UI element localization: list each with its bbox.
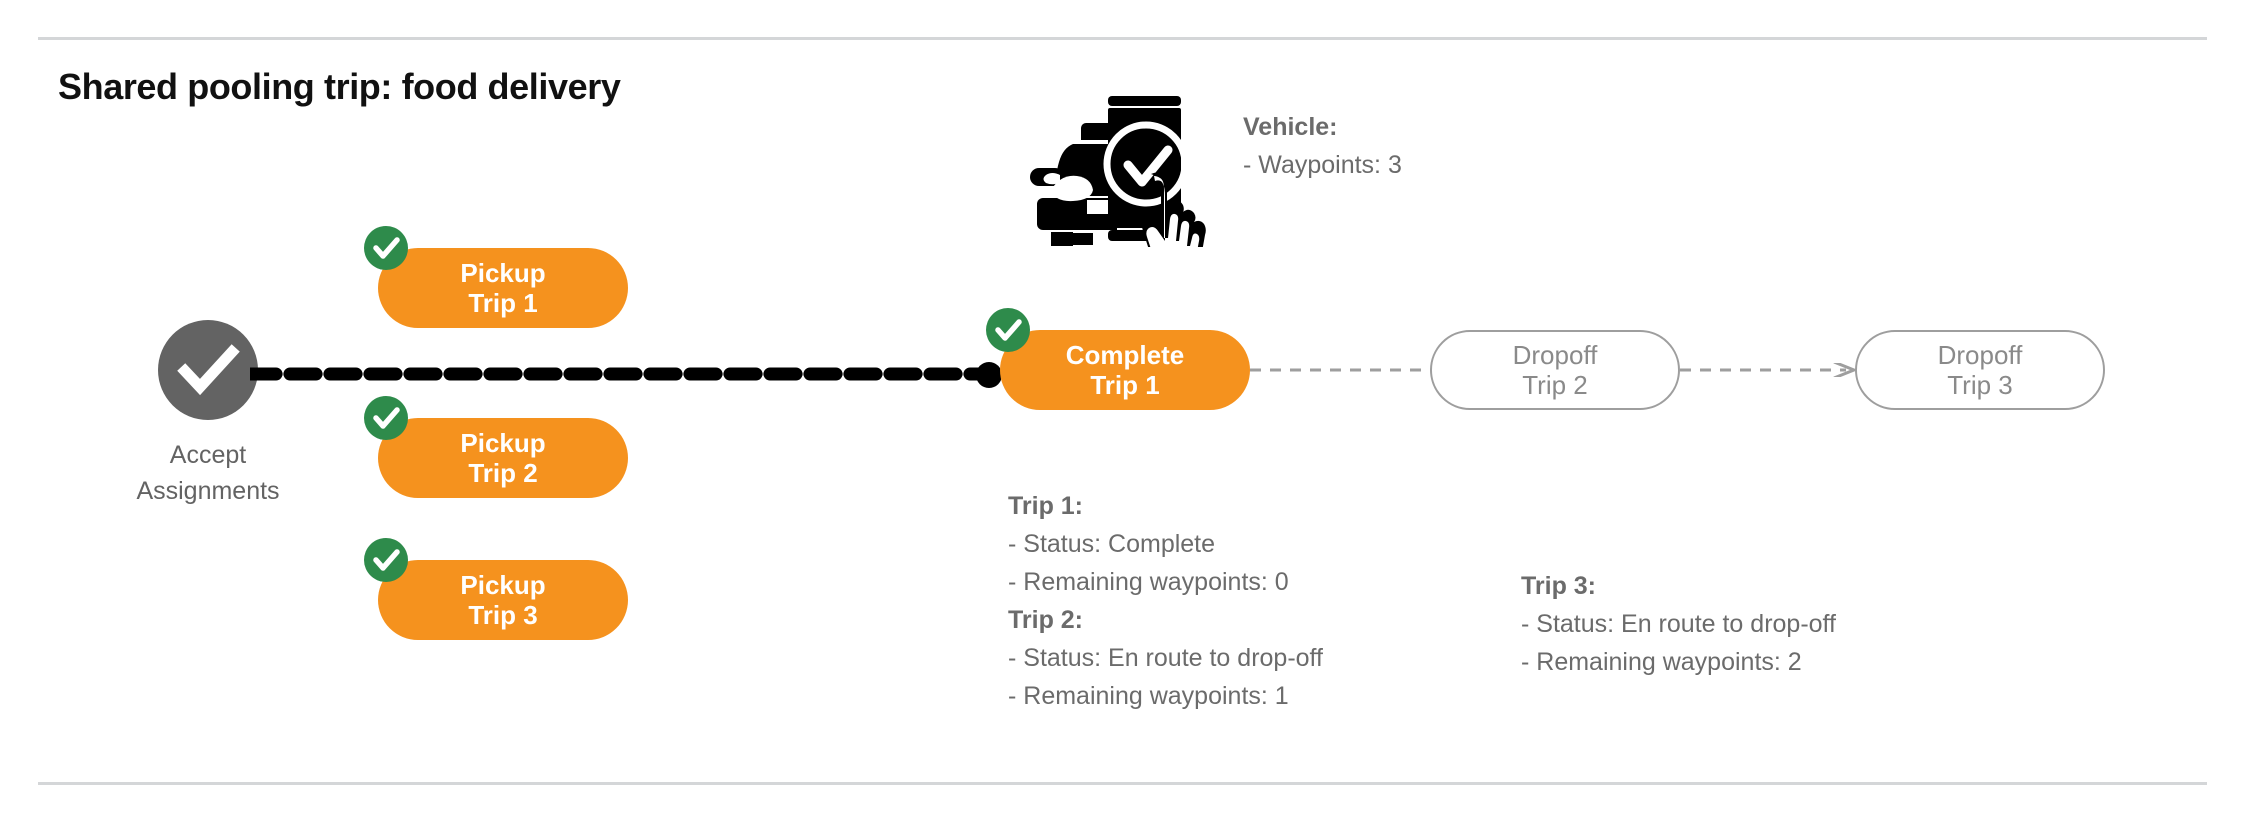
- accept-label-line1: Accept: [169, 441, 247, 469]
- car-phone-check-icon: [1029, 82, 1214, 268]
- trip-1-status: - Status: Complete: [1008, 530, 1216, 558]
- trip-1-header: Trip 1:: [1008, 492, 1084, 520]
- trip-2-header: Trip 2:: [1008, 606, 1084, 634]
- divider-bottom: [38, 782, 2207, 785]
- complete-trip-1-pill[interactable]: Complete Trip 1: [1000, 330, 1250, 410]
- check-icon: [986, 308, 1030, 352]
- pickup-trip-1-pill[interactable]: Pickup Trip 1: [378, 248, 628, 328]
- check-icon: [364, 538, 408, 582]
- pill-line-1: Dropoff: [1512, 339, 1598, 370]
- trip-1-waypoints: - Remaining waypoints: 0: [1008, 568, 1289, 596]
- check-icon: [364, 226, 408, 270]
- vehicle-waypoints-row: - Waypoints: 3: [1243, 151, 1402, 179]
- pill-line-2: Trip 1: [468, 288, 538, 318]
- trip-2-status: - Status: En route to drop-off: [1008, 644, 1323, 672]
- pill-line-2: Trip 3: [1947, 370, 2013, 400]
- accept-assignments-label: Accept Assignments: [68, 437, 348, 510]
- accept-assignments-node[interactable]: [158, 320, 258, 420]
- vehicle-info: Vehicle: - Waypoints: 3: [1243, 108, 1402, 184]
- trip-info-right: Trip 3: - Status: En route to drop-off -…: [1521, 567, 1836, 681]
- trip-2-waypoints: - Remaining waypoints: 1: [1008, 682, 1289, 710]
- trip-3-status: - Status: En route to drop-off: [1521, 610, 1836, 638]
- divider-top: [38, 37, 2207, 40]
- accept-label-line2: Assignments: [136, 477, 280, 506]
- connector-accept-to-complete: [243, 367, 1017, 381]
- pill-line-2: Trip 2: [1522, 370, 1588, 400]
- pill-line-2: Trip 3: [468, 600, 538, 630]
- connector-dropoff2-to-dropoff3: [1680, 360, 1859, 380]
- pill-line-2: Trip 1: [1090, 370, 1160, 400]
- pill-line-1: Pickup: [460, 427, 546, 458]
- pill-line-2: Trip 2: [468, 458, 538, 488]
- trip-info-left: Trip 1: - Status: Complete - Remaining w…: [1008, 487, 1323, 715]
- pill-line-1: Pickup: [460, 569, 546, 600]
- check-icon: [364, 396, 408, 440]
- trip-3-header: Trip 3:: [1521, 572, 1597, 600]
- pill-line-1: Pickup: [460, 257, 546, 288]
- check-circle-icon: [177, 344, 240, 396]
- vehicle-label: Vehicle:: [1243, 113, 1338, 141]
- dropoff-trip-2-pill[interactable]: Dropoff Trip 2: [1430, 330, 1680, 410]
- pickup-trip-3-pill[interactable]: Pickup Trip 3: [378, 560, 628, 640]
- pill-line-1: Complete: [1065, 339, 1185, 370]
- connector-complete-to-dropoff2: [1250, 363, 1432, 377]
- trip-3-waypoints: - Remaining waypoints: 2: [1521, 648, 1802, 676]
- pickup-trip-2-pill[interactable]: Pickup Trip 2: [378, 418, 628, 498]
- page-title: Shared pooling trip: food delivery: [58, 66, 621, 107]
- connector-endpoint-dot: [976, 362, 1002, 388]
- pill-line-1: Dropoff: [1937, 339, 2023, 370]
- dropoff-trip-3-pill[interactable]: Dropoff Trip 3: [1855, 330, 2105, 410]
